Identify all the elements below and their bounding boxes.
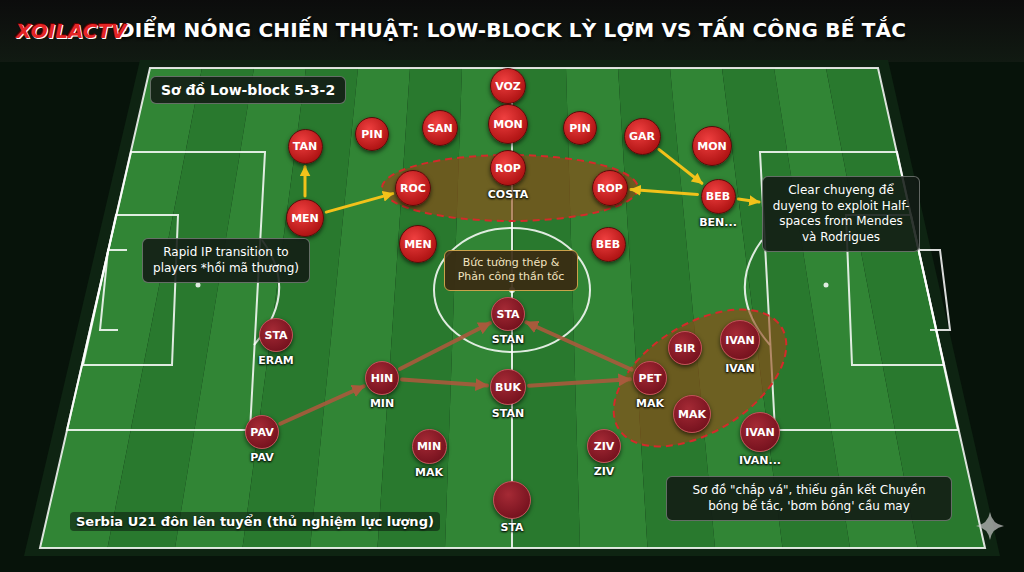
player-code: HIN [371,373,394,384]
player-name: IVAN... [739,454,781,467]
player-code: PIN [569,123,590,134]
pitch-lines [40,68,985,548]
player-code: MEN [291,213,319,224]
player-code: PAV [250,427,273,438]
player-circle: VOZ [490,68,526,104]
player-code: MEN [404,239,432,250]
player-circle: BIR [668,331,702,365]
player-code: ROP [597,183,623,194]
pass-arrow [402,379,487,385]
player-circle: MON [488,104,528,144]
pass-arrow [304,167,307,197]
logo-text: XOILACTV [10,17,133,45]
player-circle: MEN [286,199,324,237]
player-code: BIR [675,343,696,354]
player-code: IVAN [725,335,755,346]
player-code: STA [264,330,287,341]
callout-text: Sơ đồ Low-block 5-3-2 [161,81,335,99]
player-code: GAR [629,131,655,142]
player-circle: BEB [591,227,626,262]
grass-shade [0,68,1024,548]
player-code: STA [496,309,519,320]
player-circle: TAN [288,129,323,164]
callout-box: Sơ đồ Low-block 5-3-2 [150,76,346,104]
player-circle: MEN [399,225,437,263]
player-name: STAN [492,333,524,346]
callout-box: Rapid IP transition to players *hồi mã t… [142,238,310,283]
player-circle: MAK [673,395,711,433]
player-code: ZIV [594,441,615,452]
player-circle: MON [692,126,732,166]
player-code: ROP [495,163,521,174]
player-code: SAN [427,123,453,134]
player-circle: PIN [355,117,389,151]
highlight-zone [382,155,638,221]
caption-note: Serbia U21 đôn lên tuyển (thủ nghiệm lực… [70,512,440,531]
player-name: STA [500,521,523,534]
page-title: ĐIỂM NÓNG CHIẾN THUẬT: LOW-BLOCK LỲ LỢM … [0,18,1024,42]
player-circle: PAVPAV [245,415,279,449]
player-circle: PETMAK [633,361,667,395]
player-name: COSTA [488,188,529,201]
watermark-star [976,512,1004,540]
player-circle: ROP [592,170,628,206]
player-code: MIN [417,441,441,452]
player-name: BEN... [699,216,737,229]
player-code: PET [638,373,661,384]
pass-arrow [738,199,759,202]
player-name: ERAM [258,354,293,367]
callout-box: Clear chuyeng để duyeng to exploit Half-… [762,176,920,252]
grass-stripes [0,68,1024,548]
player-code: PIN [361,129,382,140]
player-code: TAN [293,141,317,152]
player-circle: ROPCOSTA [490,150,526,186]
player-name: MAK [415,466,443,479]
player-circle: SAN [422,110,458,146]
player-code: MAK [678,409,706,420]
pass-arrow [280,386,364,424]
player-code: BUK [495,382,521,393]
player-circle: STA [493,481,531,519]
player-code: ROC [400,183,426,194]
player-code: MON [493,119,523,130]
player-circle: ROC [395,170,431,206]
player-name: MIN [370,397,394,410]
callout-text: Bức tường thép & Phản công thần tốc [451,256,571,285]
player-name: MAK [636,397,664,410]
pass-arrow [526,322,632,370]
player-code: IVAN [745,427,775,438]
pass-arrow [529,379,630,385]
player-name: PAV [250,451,273,464]
player-circle: MINMAK [412,429,447,464]
callout-text: Clear chuyeng để duyeng to exploit Half-… [772,183,910,245]
callout-box: Bức tường thép & Phản công thần tốc [444,250,578,291]
player-circle: GAR [624,118,661,155]
pass-arrow [631,190,698,195]
player-name: ZIV [594,465,615,478]
player-circle: HINMIN [365,361,399,395]
player-circle: ZIVZIV [587,429,621,463]
player-name: STAN [492,407,524,420]
callout-text: Sơ đồ "chắp vá", thiếu gắn kết Chuyền bó… [676,483,942,514]
pass-arrow [326,194,393,212]
player-code: MON [697,141,727,152]
callout-box: Sơ đồ "chắp vá", thiếu gắn kết Chuyền bó… [666,476,952,521]
highlight-zone [590,281,810,474]
player-circle: BEBBEN... [701,179,736,214]
player-code: VOZ [495,81,521,92]
player-circle: STAERAM [259,318,293,352]
callout-text: Rapid IP transition to players *hồi mã t… [152,245,300,276]
player-circle: BUKSTAN [490,369,526,405]
pass-arrow [400,323,490,369]
player-circle: IVANIVAN... [740,412,780,452]
player-name: IVAN [725,362,755,375]
header-band [0,0,1024,62]
player-circle: PIN [563,111,597,145]
player-circle: IVANIVAN [720,320,760,360]
player-code: BEB [706,191,730,202]
player-circle: STASTAN [491,297,525,331]
player-code: BEB [596,239,620,250]
